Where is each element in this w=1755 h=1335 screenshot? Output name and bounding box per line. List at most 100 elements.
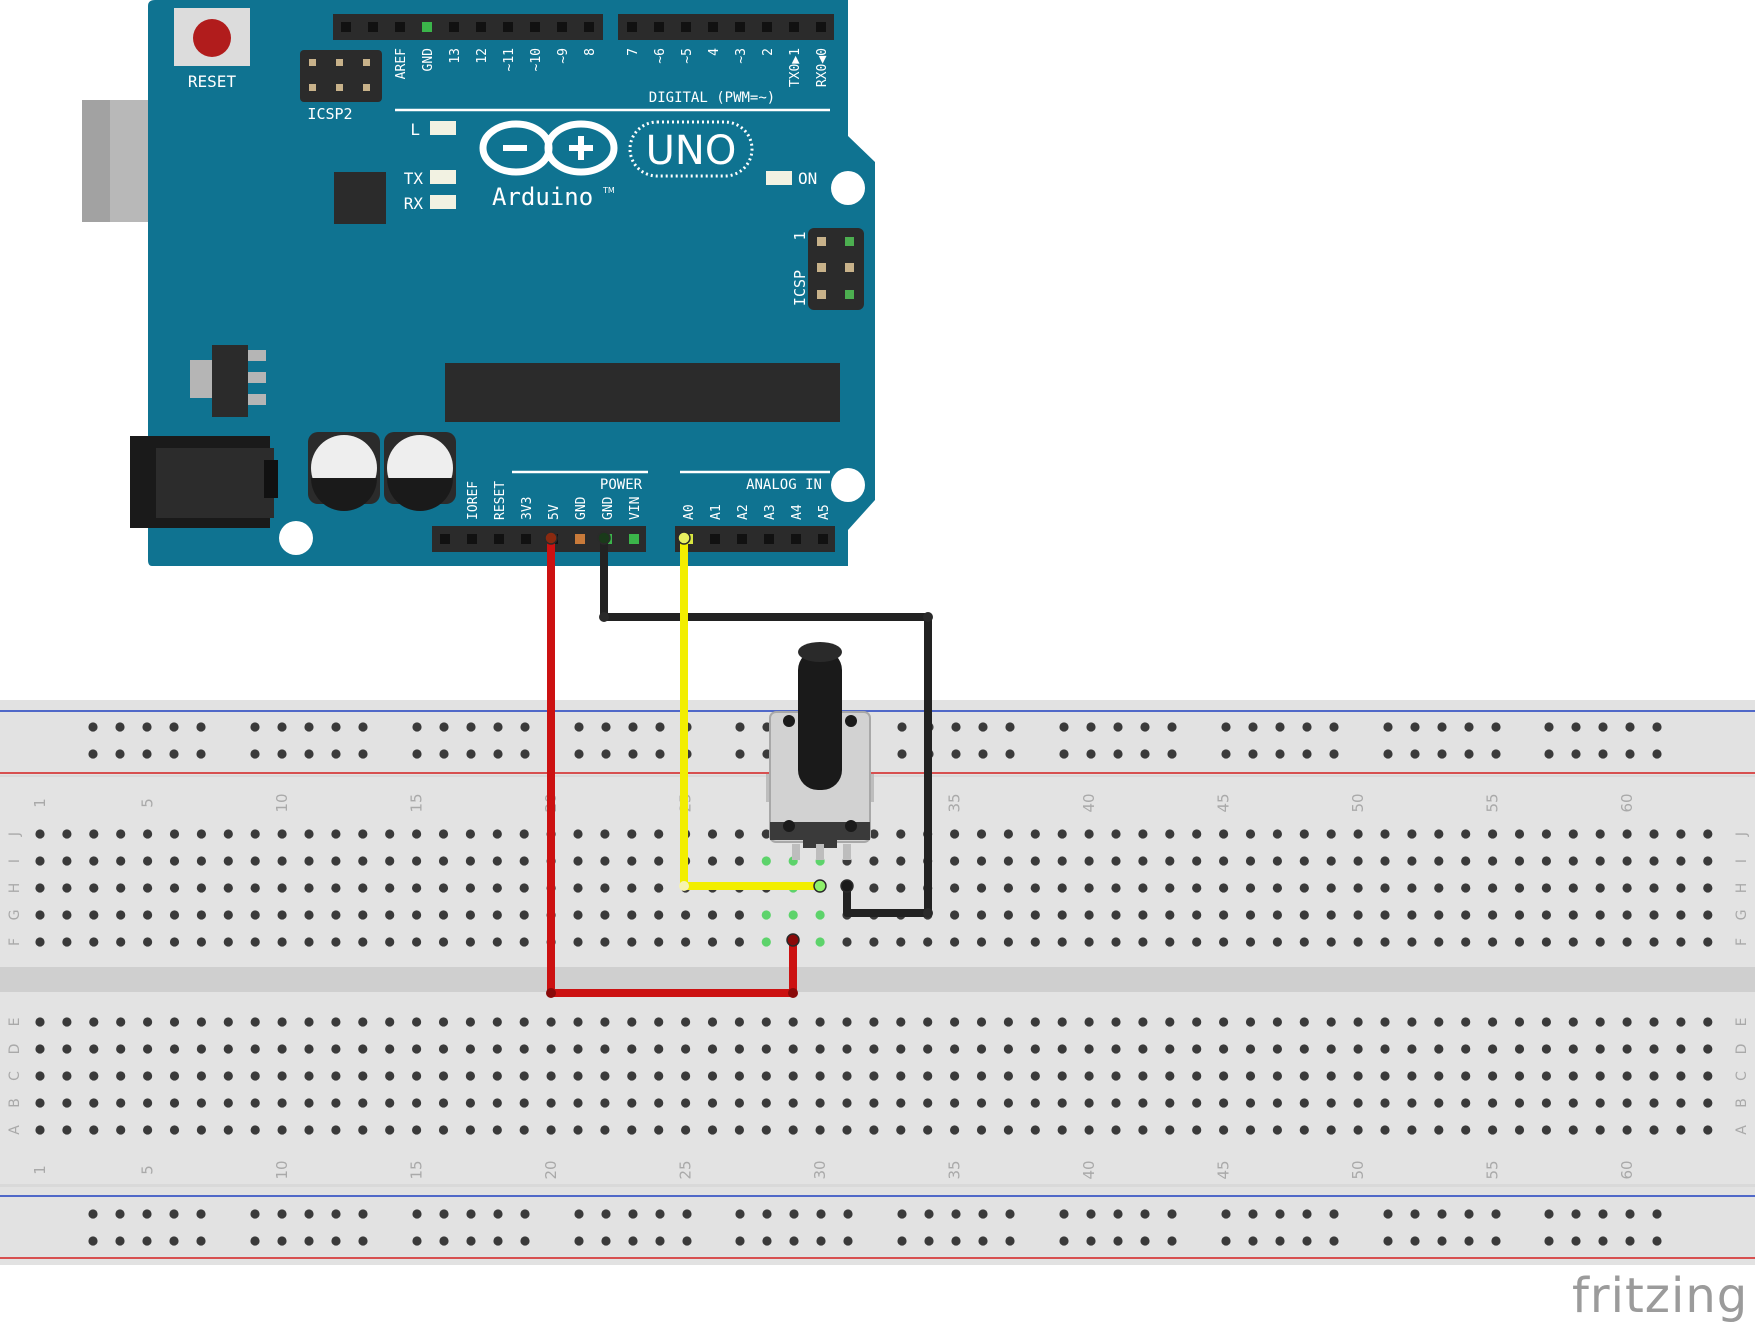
breadboard-hole[interactable] [519, 829, 529, 839]
breadboard-hole[interactable] [950, 1071, 960, 1081]
rail-hole[interactable] [493, 722, 503, 732]
breadboard-hole[interactable] [277, 937, 287, 947]
breadboard-hole[interactable] [250, 829, 260, 839]
breadboard-hole[interactable] [89, 910, 99, 920]
breadboard-hole[interactable] [277, 1044, 287, 1054]
rail-hole[interactable] [1571, 749, 1581, 759]
rail-hole[interactable] [412, 749, 422, 759]
breadboard-hole[interactable] [573, 910, 583, 920]
breadboard-hole[interactable] [331, 1017, 341, 1027]
rail-hole[interactable] [978, 749, 988, 759]
breadboard-hole[interactable] [815, 937, 825, 947]
power-pin-socket[interactable] [575, 534, 585, 544]
breadboard-hole[interactable] [896, 1098, 906, 1108]
breadboard-hole[interactable] [62, 1125, 72, 1135]
breadboard-hole[interactable] [815, 1125, 825, 1135]
breadboard-hole[interactable] [1192, 883, 1202, 893]
breadboard-hole[interactable] [277, 829, 287, 839]
breadboard-hole[interactable] [1353, 937, 1363, 947]
breadboard-hole[interactable] [1003, 883, 1014, 893]
breadboard-hole[interactable] [1245, 829, 1256, 839]
digital-pin-socket[interactable] [584, 22, 594, 32]
rail-hole[interactable] [1140, 1209, 1150, 1219]
breadboard-hole[interactable] [923, 1017, 933, 1027]
breadboard-hole[interactable] [89, 1098, 99, 1108]
digital-pin-socket[interactable] [654, 22, 664, 32]
breadboard-hole[interactable] [707, 1125, 718, 1135]
rail-hole[interactable] [1086, 1236, 1096, 1246]
breadboard-hole[interactable] [519, 1017, 529, 1027]
breadboard-hole[interactable] [1541, 937, 1551, 947]
breadboard-hole[interactable] [519, 1098, 529, 1108]
rail-hole[interactable] [304, 1236, 314, 1246]
breadboard-hole[interactable] [600, 829, 610, 839]
breadboard-hole[interactable] [1649, 1098, 1659, 1108]
rail-hole[interactable] [142, 1209, 152, 1219]
rail-hole[interactable] [1598, 1236, 1608, 1246]
wire-endpoint[interactable] [544, 531, 558, 545]
breadboard-hole[interactable] [1514, 883, 1525, 893]
breadboard-hole[interactable] [896, 937, 906, 947]
breadboard-hole[interactable] [331, 937, 341, 947]
breadboard-hole[interactable] [438, 829, 449, 839]
breadboard-hole[interactable] [277, 1125, 287, 1135]
digital-pin-socket[interactable] [449, 22, 459, 32]
breadboard-hole[interactable] [681, 1044, 691, 1054]
breadboard-hole[interactable] [304, 1125, 314, 1135]
breadboard-hole[interactable] [1192, 1017, 1202, 1027]
breadboard-hole[interactable] [1461, 1125, 1471, 1135]
breadboard-hole[interactable] [573, 937, 583, 947]
power-pin-socket[interactable] [440, 534, 450, 544]
breadboard-hole[interactable] [35, 1125, 45, 1135]
breadboard-hole[interactable] [1703, 1017, 1713, 1027]
breadboard-hole[interactable] [196, 1044, 206, 1054]
breadboard-hole[interactable] [1057, 910, 1067, 920]
breadboard-hole[interactable] [681, 910, 691, 920]
breadboard-hole[interactable] [1568, 1125, 1578, 1135]
breadboard-hole[interactable] [1353, 1071, 1363, 1081]
breadboard-hole[interactable] [304, 856, 314, 866]
breadboard-hole[interactable] [1434, 1044, 1444, 1054]
breadboard-hole[interactable] [35, 829, 45, 839]
wire-endpoint[interactable] [813, 879, 827, 893]
rail-hole[interactable] [1491, 1236, 1501, 1246]
breadboard-hole[interactable] [1488, 856, 1498, 866]
breadboard-hole[interactable] [1138, 1098, 1148, 1108]
rail-hole[interactable] [331, 1209, 341, 1219]
rail-hole[interactable] [1464, 1209, 1474, 1219]
breadboard-hole[interactable] [1138, 856, 1148, 866]
breadboard-hole[interactable] [89, 937, 99, 947]
breadboard-hole[interactable] [1461, 937, 1471, 947]
breadboard-hole[interactable] [734, 856, 745, 866]
breadboard-hole[interactable] [1568, 1098, 1578, 1108]
breadboard-hole[interactable] [1165, 829, 1175, 839]
breadboard-hole[interactable] [492, 1098, 502, 1108]
breadboard-hole[interactable] [654, 1098, 664, 1108]
breadboard-hole[interactable] [1192, 1098, 1202, 1108]
breadboard-hole[interactable] [1326, 856, 1336, 866]
breadboard-hole[interactable] [62, 1071, 72, 1081]
breadboard-hole[interactable] [600, 1071, 610, 1081]
breadboard-hole[interactable] [1245, 1098, 1256, 1108]
digital-pin-socket[interactable] [341, 22, 351, 32]
rail-hole[interactable] [196, 722, 206, 732]
breadboard-hole[interactable] [1703, 1044, 1713, 1054]
breadboard-hole[interactable] [250, 937, 260, 947]
breadboard-hole[interactable] [627, 1017, 637, 1027]
breadboard-hole[interactable] [1299, 1017, 1309, 1027]
breadboard-hole[interactable] [304, 1044, 314, 1054]
breadboard-hole[interactable] [1219, 856, 1229, 866]
breadboard-hole[interactable] [1353, 856, 1363, 866]
breadboard-hole[interactable] [1541, 1044, 1551, 1054]
breadboard-hole[interactable] [385, 910, 395, 920]
rail-hole[interactable] [1221, 1236, 1231, 1246]
breadboard-hole[interactable] [519, 1125, 529, 1135]
breadboard-hole[interactable] [1649, 1017, 1659, 1027]
breadboard-hole[interactable] [1541, 910, 1551, 920]
breadboard-hole[interactable] [519, 883, 529, 893]
rail-hole[interactable] [1005, 749, 1015, 759]
breadboard-hole[interactable] [1407, 1071, 1417, 1081]
breadboard-hole[interactable] [1084, 1125, 1094, 1135]
breadboard-hole[interactable] [1622, 883, 1632, 893]
rail-hole[interactable] [412, 1236, 422, 1246]
